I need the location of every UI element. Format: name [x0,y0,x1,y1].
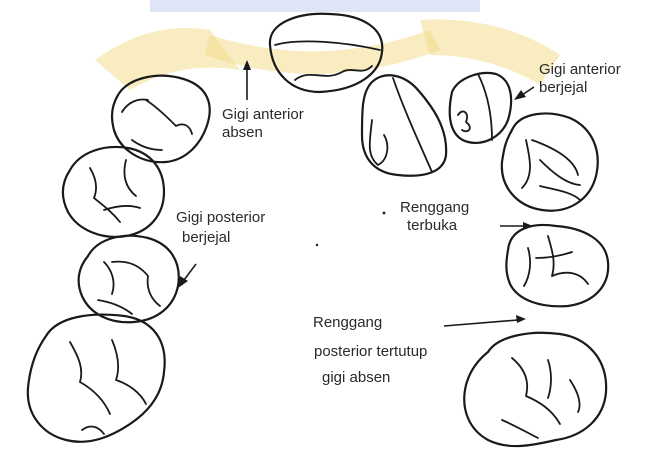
tooth-right-2 [506,225,608,306]
tooth-left-incisor [112,76,210,162]
arrow-open-space [500,222,533,230]
label-anterior-crowded-line1: Gigi anterior [539,61,621,78]
stray-dot-2 [316,244,318,246]
label-open-space-line1: Renggang [400,199,469,216]
watermark-band [150,0,480,12]
label-anterior-absent-line1: Gigi anterior [222,106,304,123]
tooth-anterior-crowded-small [450,73,511,143]
stray-dot-1 [383,212,386,215]
label-posterior-crowded-line2: berjejal [182,229,230,246]
label-open-space-line2: terbuka [407,217,458,234]
arrow-closed-space [444,315,526,326]
tooth-left-premolar-2 [79,236,179,323]
label-closed-space-line2: posterior tertutup [314,343,427,360]
tooth-right-1 [502,114,598,211]
label-anterior-absent-line2: absen [222,124,263,141]
label-closed-space-line1: Renggang [313,314,382,331]
arrow-anterior-crowded [514,87,534,100]
tooth-right-molar [464,333,606,446]
tooth-left-molar [28,315,165,442]
label-closed-space-line3: gigi absen [322,369,390,386]
label-anterior-crowded-line2: berjejal [539,79,587,96]
watermark-arc [205,30,440,74]
label-posterior-crowded-line1: Gigi posterior [176,209,265,226]
arrow-posterior-crowded [178,264,196,288]
tooth-central-incisor [362,75,446,175]
